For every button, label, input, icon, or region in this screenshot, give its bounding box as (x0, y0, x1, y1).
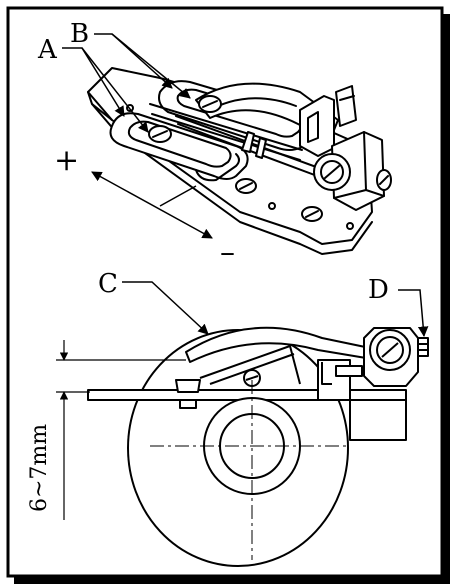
leader-lines-ab (62, 33, 191, 133)
screw-mid (235, 178, 257, 194)
screw-rear (198, 95, 222, 113)
dimension-label: 6~7mm (27, 424, 52, 512)
label-d: D (368, 275, 389, 305)
adjust-arrow (91, 171, 213, 239)
label-minus: – (220, 235, 235, 270)
dimension-lines (56, 340, 186, 520)
screw-bottom (301, 206, 323, 222)
leader-lines-cd (122, 281, 429, 338)
label-a: A (37, 35, 58, 65)
screw-front (148, 125, 172, 143)
center-lines (150, 380, 350, 560)
label-plus: + (54, 143, 79, 178)
label-c: C (98, 269, 118, 299)
top-view-drawing (87, 67, 392, 255)
screw-d (417, 337, 429, 357)
label-b: B (70, 19, 89, 49)
